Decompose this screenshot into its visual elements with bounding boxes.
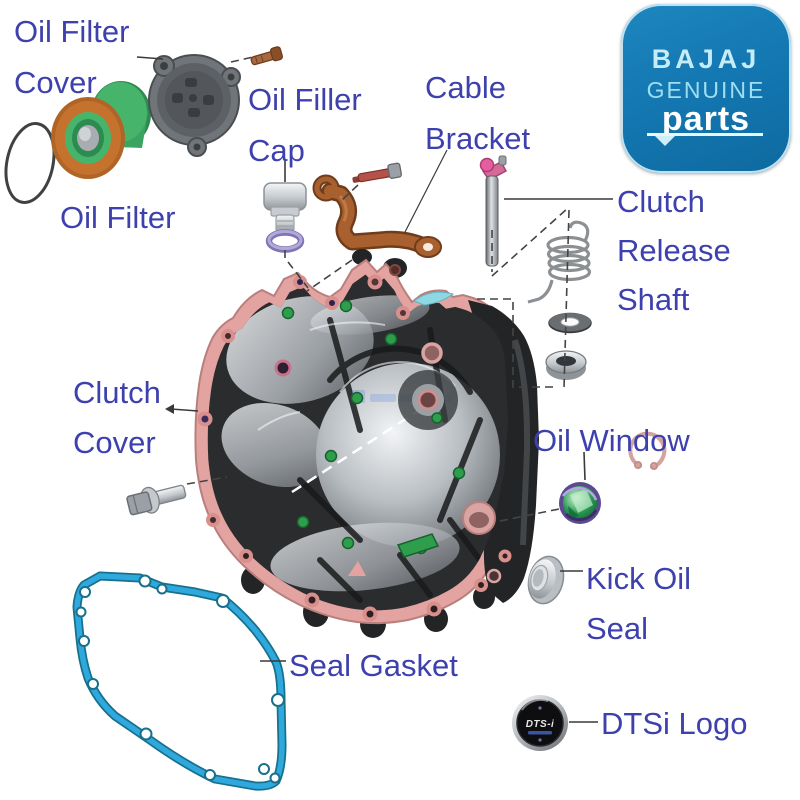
release-shaft-washer [548, 312, 592, 334]
release-shaft-seal [545, 350, 587, 380]
label-oil-filter: Oil Filter [60, 192, 175, 243]
bajaj-genuine-parts-badge: BAJAJ GENUINE parts [621, 4, 791, 173]
badge-underline [647, 133, 763, 136]
cable-bracket-part [312, 174, 442, 258]
filter-o-ring [4, 122, 56, 204]
label-line: Cable [425, 70, 506, 105]
cover-rim-holes [197, 264, 512, 622]
label-line: Oil Filter [60, 200, 176, 235]
clutch-cover-part [194, 249, 539, 638]
label-line: Cap [248, 133, 305, 168]
label-line: Oil Filler [248, 82, 362, 117]
label-line: Clutch [73, 375, 161, 410]
cover-bolt [126, 484, 187, 516]
dtsi-badge: DTS-i [512, 695, 568, 751]
filter-cover-bolt [250, 46, 284, 66]
oil-filler-cap-part [263, 182, 307, 233]
clutch-release-shaft-part [479, 155, 508, 267]
kick-oil-seal-part [527, 555, 565, 605]
label-line: Release [617, 233, 731, 268]
circlip [628, 431, 667, 470]
label-oil-filter-cover: Oil Filter Cover [14, 6, 129, 108]
pointer-arrowhead [165, 404, 174, 414]
seal-gasket-part [72, 571, 287, 791]
oil-filter-part [51, 81, 151, 179]
label-line: DTSi Logo [601, 706, 748, 741]
label-pointer-lines [136, 56, 613, 723]
assembly-dashed-lines [186, 56, 570, 522]
label-line: Shaft [617, 282, 690, 317]
label-oil-filler-cap: Oil Filler Cap [248, 74, 362, 176]
label-seal-gasket: Seal Gasket [289, 640, 458, 691]
cover-green-bolts [281, 299, 466, 558]
label-clutch-release-shaft: Clutch Release Shaft [617, 177, 731, 324]
bajaj-parts-text: parts [661, 100, 751, 138]
label-line: Kick Oil [586, 561, 692, 596]
label-dtsi-logo: DTSi Logo [601, 698, 747, 749]
label-oil-window: Oil Window [533, 415, 690, 466]
filler-cap-o-ring [265, 229, 305, 253]
bracket-bolt [352, 162, 403, 183]
label-line: Seal [586, 611, 649, 646]
label-line: Clutch [617, 184, 705, 219]
label-line: Seal Gasket [289, 648, 458, 683]
label-line: Bracket [425, 121, 531, 156]
label-line: Oil Window [533, 423, 690, 458]
label-cable-bracket: Cable Bracket [425, 62, 530, 164]
return-spring [527, 220, 592, 304]
label-kick-oil-seal: Kick Oil Seal [586, 554, 691, 654]
oil-window-part [559, 482, 601, 524]
label-line: Oil Filter [14, 14, 130, 49]
oil-filter-cover-part [148, 54, 241, 157]
bajaj-brand-text: BAJAJ [651, 44, 761, 74]
badge-triangle-icon [655, 136, 675, 146]
label-line: Cover [73, 425, 156, 460]
bajaj-genuine-text: GENUINE [646, 77, 766, 103]
dtsi-badge-text: DTS-i [526, 719, 555, 730]
label-line: Cover [14, 65, 97, 100]
label-clutch-cover: Clutch Cover [73, 368, 161, 468]
